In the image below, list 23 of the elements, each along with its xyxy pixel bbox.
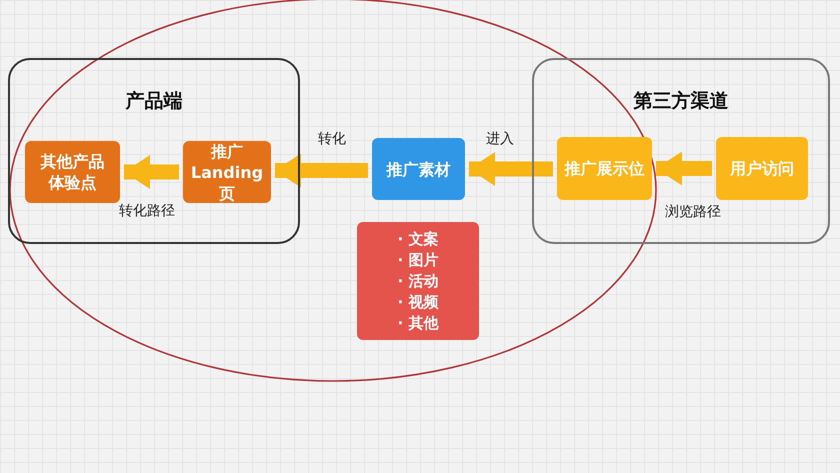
list-item: · 图片 bbox=[398, 250, 438, 270]
list-box bbox=[357, 222, 479, 340]
group-box bbox=[532, 58, 830, 244]
list-item: · 活动 bbox=[398, 270, 438, 292]
arrow bbox=[469, 152, 553, 186]
list-item: · 视频 bbox=[398, 292, 438, 312]
edge-label: 进入 bbox=[486, 130, 514, 148]
arrow bbox=[656, 152, 712, 186]
process-box: 推广展示位 bbox=[557, 137, 652, 200]
group-title: 第三方渠道 bbox=[634, 89, 728, 114]
process-box: 推广 Landing 页 bbox=[183, 141, 271, 203]
list-item: · 文案 bbox=[398, 228, 438, 250]
edge-label: 转化路径 bbox=[119, 202, 175, 220]
process-box: 其他产品体验点 bbox=[25, 141, 120, 203]
group-box bbox=[8, 58, 300, 244]
edge-label: 浏览路径 bbox=[665, 203, 721, 221]
group-title: 产品端 bbox=[126, 89, 182, 114]
arrow bbox=[275, 154, 368, 188]
process-box: 用户访问 bbox=[716, 137, 808, 200]
list-item: · 其他 bbox=[398, 312, 438, 334]
process-box: 推广素材 bbox=[372, 138, 465, 200]
arrow bbox=[124, 155, 179, 189]
edge-label: 转化 bbox=[318, 130, 346, 148]
